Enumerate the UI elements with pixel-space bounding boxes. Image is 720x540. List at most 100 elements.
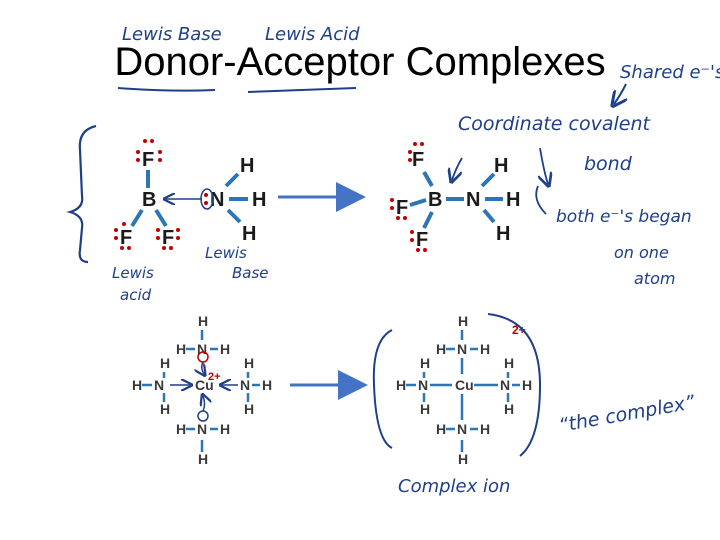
lone-pairs-adduct	[390, 142, 427, 252]
atom-f-bottom: F	[416, 229, 428, 251]
atom-h: H	[420, 401, 430, 417]
lone-pairs-bf3	[114, 139, 180, 250]
atom-n: N	[240, 377, 250, 393]
atom-cu: Cu	[455, 377, 474, 393]
lewis-acid-top-label: Lewis Acid	[265, 24, 360, 45]
bond-b-f-left	[409, 198, 427, 207]
acid-left-label: acid	[120, 286, 152, 304]
underline-lewis-base	[117, 87, 216, 92]
donate-arrow	[202, 361, 204, 374]
atom-b-right: B	[428, 189, 442, 211]
shared-arrow	[614, 83, 626, 104]
bf3-molecule: F B F F	[114, 139, 180, 250]
atom-b-left: B	[142, 189, 156, 211]
atom-h: H	[220, 341, 230, 357]
complex-bracket-left	[372, 329, 393, 449]
atom-h: H	[436, 421, 446, 437]
atom-h: H	[176, 421, 186, 437]
bond-b-f-bottom	[422, 211, 434, 229]
nh3-molecule: N H H H	[166, 155, 266, 245]
atom-h-right: H	[506, 189, 520, 211]
atom-n: N	[500, 377, 510, 393]
complex-bracket-right	[487, 313, 542, 457]
bond-label: bond	[584, 153, 633, 175]
atom-h: H	[420, 355, 430, 371]
atom-n: N	[154, 377, 164, 393]
cu-complex-product: H H N H H N H H Cu N H H H H N H H	[396, 313, 532, 467]
atom-h: H	[220, 421, 230, 437]
both-electrons-label: both e⁻'s began	[556, 207, 692, 227]
bonds-cu-product	[406, 330, 520, 452]
atom-f-top: F	[412, 149, 424, 171]
atom-n: N	[418, 377, 428, 393]
atom-h: H	[160, 401, 170, 417]
bond-n-h-top	[480, 172, 496, 188]
coordinate-covalent-label: Coordinate covalent	[458, 113, 651, 135]
lone-pair-ring	[197, 410, 209, 422]
bond-b-f-right	[154, 208, 168, 228]
atom-label: atom	[634, 269, 675, 288]
underline-lewis-acid	[247, 87, 357, 93]
atom-h-bottom: H	[242, 223, 256, 245]
bond-arrow	[540, 147, 548, 184]
atom-h: H	[436, 341, 446, 357]
atom-n-left: N	[210, 189, 224, 211]
atom-h-bottom: H	[496, 223, 510, 245]
lone-pair-n-dot	[204, 201, 208, 205]
bond-n-h-bottom	[482, 208, 496, 224]
bond-b-f-top	[422, 171, 434, 187]
bond-n-h-top	[224, 172, 240, 188]
atom-n: N	[197, 421, 207, 437]
lewis-base-mid-label: Lewis	[205, 244, 247, 262]
page-title: Donor-Acceptor Complexes	[114, 40, 606, 84]
both-arrow-curve	[535, 185, 547, 215]
atom-f-right: F	[162, 227, 174, 249]
atom-cu: Cu	[195, 377, 214, 393]
shared-electrons-label: Shared e⁻'s	[620, 62, 720, 83]
atom-n: N	[457, 421, 467, 437]
atom-f-top: F	[142, 149, 154, 171]
atom-h: H	[198, 451, 208, 467]
left-brace	[66, 124, 97, 264]
atom-n-right: N	[466, 189, 480, 211]
atom-h: H	[198, 313, 208, 329]
complex-charge: 2+	[512, 323, 526, 337]
donate-arrow	[203, 396, 205, 412]
bonds-cu-reactants	[142, 330, 260, 452]
complex-ion-label: Complex ion	[398, 476, 510, 497]
atom-n: N	[197, 341, 207, 357]
atom-h: H	[262, 377, 272, 393]
atom-h: H	[522, 377, 532, 393]
atom-h: H	[480, 341, 490, 357]
atom-h: H	[244, 401, 254, 417]
atom-h-top: H	[240, 155, 254, 177]
adduct-molecule: F F F B N H H H	[390, 142, 520, 252]
lewis-left-label: Lewis	[112, 264, 154, 282]
atom-f-left: F	[120, 227, 132, 249]
atom-h: H	[480, 421, 490, 437]
the-complex-label: “the complex”	[557, 391, 697, 437]
atom-h: H	[176, 341, 186, 357]
cu-reactants: H H N H H N H H Cu 2+ N H H H H N H H	[132, 313, 272, 467]
lewis-base-top-label: Lewis Base	[122, 24, 222, 45]
atom-h: H	[458, 313, 468, 329]
atom-h-top: H	[494, 155, 508, 177]
atom-h: H	[396, 377, 406, 393]
bond-n-h-bottom	[226, 208, 242, 224]
on-one-label: on one	[614, 243, 669, 262]
atom-h: H	[504, 355, 514, 371]
atom-h: H	[244, 355, 254, 371]
atom-f-left: F	[396, 197, 408, 219]
atom-h: H	[160, 355, 170, 371]
atom-n: N	[457, 341, 467, 357]
charge-label: 2+	[208, 371, 221, 383]
coordinate-arrow	[452, 157, 463, 180]
atom-h: H	[504, 401, 514, 417]
atom-h: H	[132, 377, 142, 393]
atom-h: H	[458, 451, 468, 467]
base-mid-label: Base	[232, 264, 269, 282]
lone-pair-n-dot	[204, 193, 208, 197]
bond-b-f-left	[130, 208, 144, 228]
atom-h-right: H	[252, 189, 266, 211]
